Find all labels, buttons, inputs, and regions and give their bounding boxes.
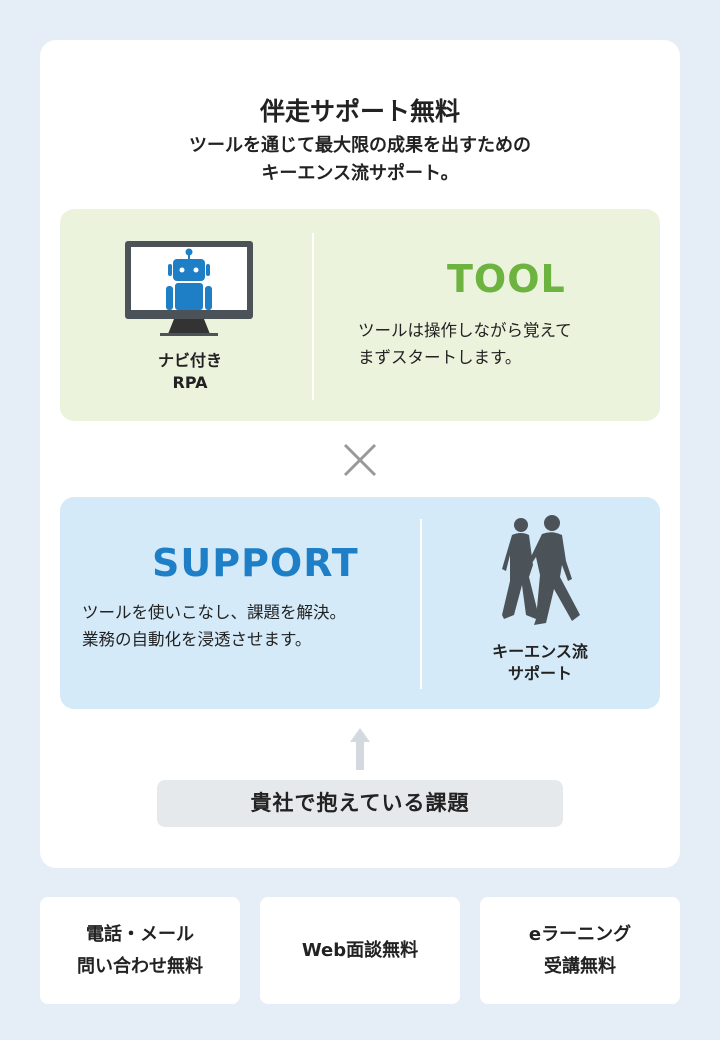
caption-line: RPA (172, 373, 208, 392)
tool-description: ツールは操作しながら覚えて まずスタートします。 (358, 317, 572, 371)
support-panel: SUPPORT ツールを使いこなし、課題を解決。 業務の自動化を浸透させます。 … (60, 497, 660, 709)
feature-line: 受講無料 (544, 955, 616, 977)
arrow-up-icon (350, 728, 370, 770)
desc-line: ツールを使いこなし、課題を解決。 (82, 603, 346, 622)
caption-line: ナビ付き (157, 351, 222, 370)
subtitle: ツールを通じて最大限の成果を出すための キーエンス流サポート。 (40, 132, 680, 188)
walking-people-icon (502, 515, 580, 625)
page-title: 伴走サポート無料 (259, 97, 460, 126)
tool-heading: TOOL (447, 257, 566, 301)
feature-web-meeting: Web面談無料 (260, 897, 460, 1004)
feature-elearning: eラーニング 受講無料 (480, 897, 680, 1004)
feature-line: 電話・メール (86, 923, 194, 945)
support-caption: キーエンス流 サポート (470, 641, 610, 685)
divider (312, 233, 314, 400)
divider (420, 519, 422, 689)
robot-monitor-icon (125, 241, 253, 336)
feature-line: 問い合わせ無料 (77, 955, 203, 977)
caption-line: キーエンス流 (492, 642, 588, 661)
subtitle-line: ツールを通じて最大限の成果を出すための (189, 135, 531, 156)
feature-line: eラーニング (528, 923, 632, 945)
desc-line: 業務の自動化を浸透させます。 (82, 630, 312, 649)
subtitle-line: キーエンス流サポート。 (261, 163, 459, 184)
multiply-icon (343, 443, 377, 477)
problem-label: 貴社で抱えている課題 (157, 780, 563, 827)
feature-phone-mail: 電話・メール 問い合わせ無料 (40, 897, 240, 1004)
feature-line: Web面談無料 (301, 939, 419, 961)
tool-panel: ナビ付き RPA TOOL ツールは操作しながら覚えて まずスタートします。 (60, 209, 660, 421)
support-description: ツールを使いこなし、課題を解決。 業務の自動化を浸透させます。 (82, 599, 346, 653)
desc-line: ツールは操作しながら覚えて (358, 321, 572, 340)
support-card: 伴走サポート無料 ツールを通じて最大限の成果を出すための キーエンス流サポート。… (40, 40, 680, 868)
caption-line: サポート (507, 664, 572, 683)
rpa-caption: ナビ付き RPA (140, 350, 240, 394)
desc-line: まずスタートします。 (358, 348, 522, 367)
support-heading: SUPPORT (152, 541, 359, 585)
